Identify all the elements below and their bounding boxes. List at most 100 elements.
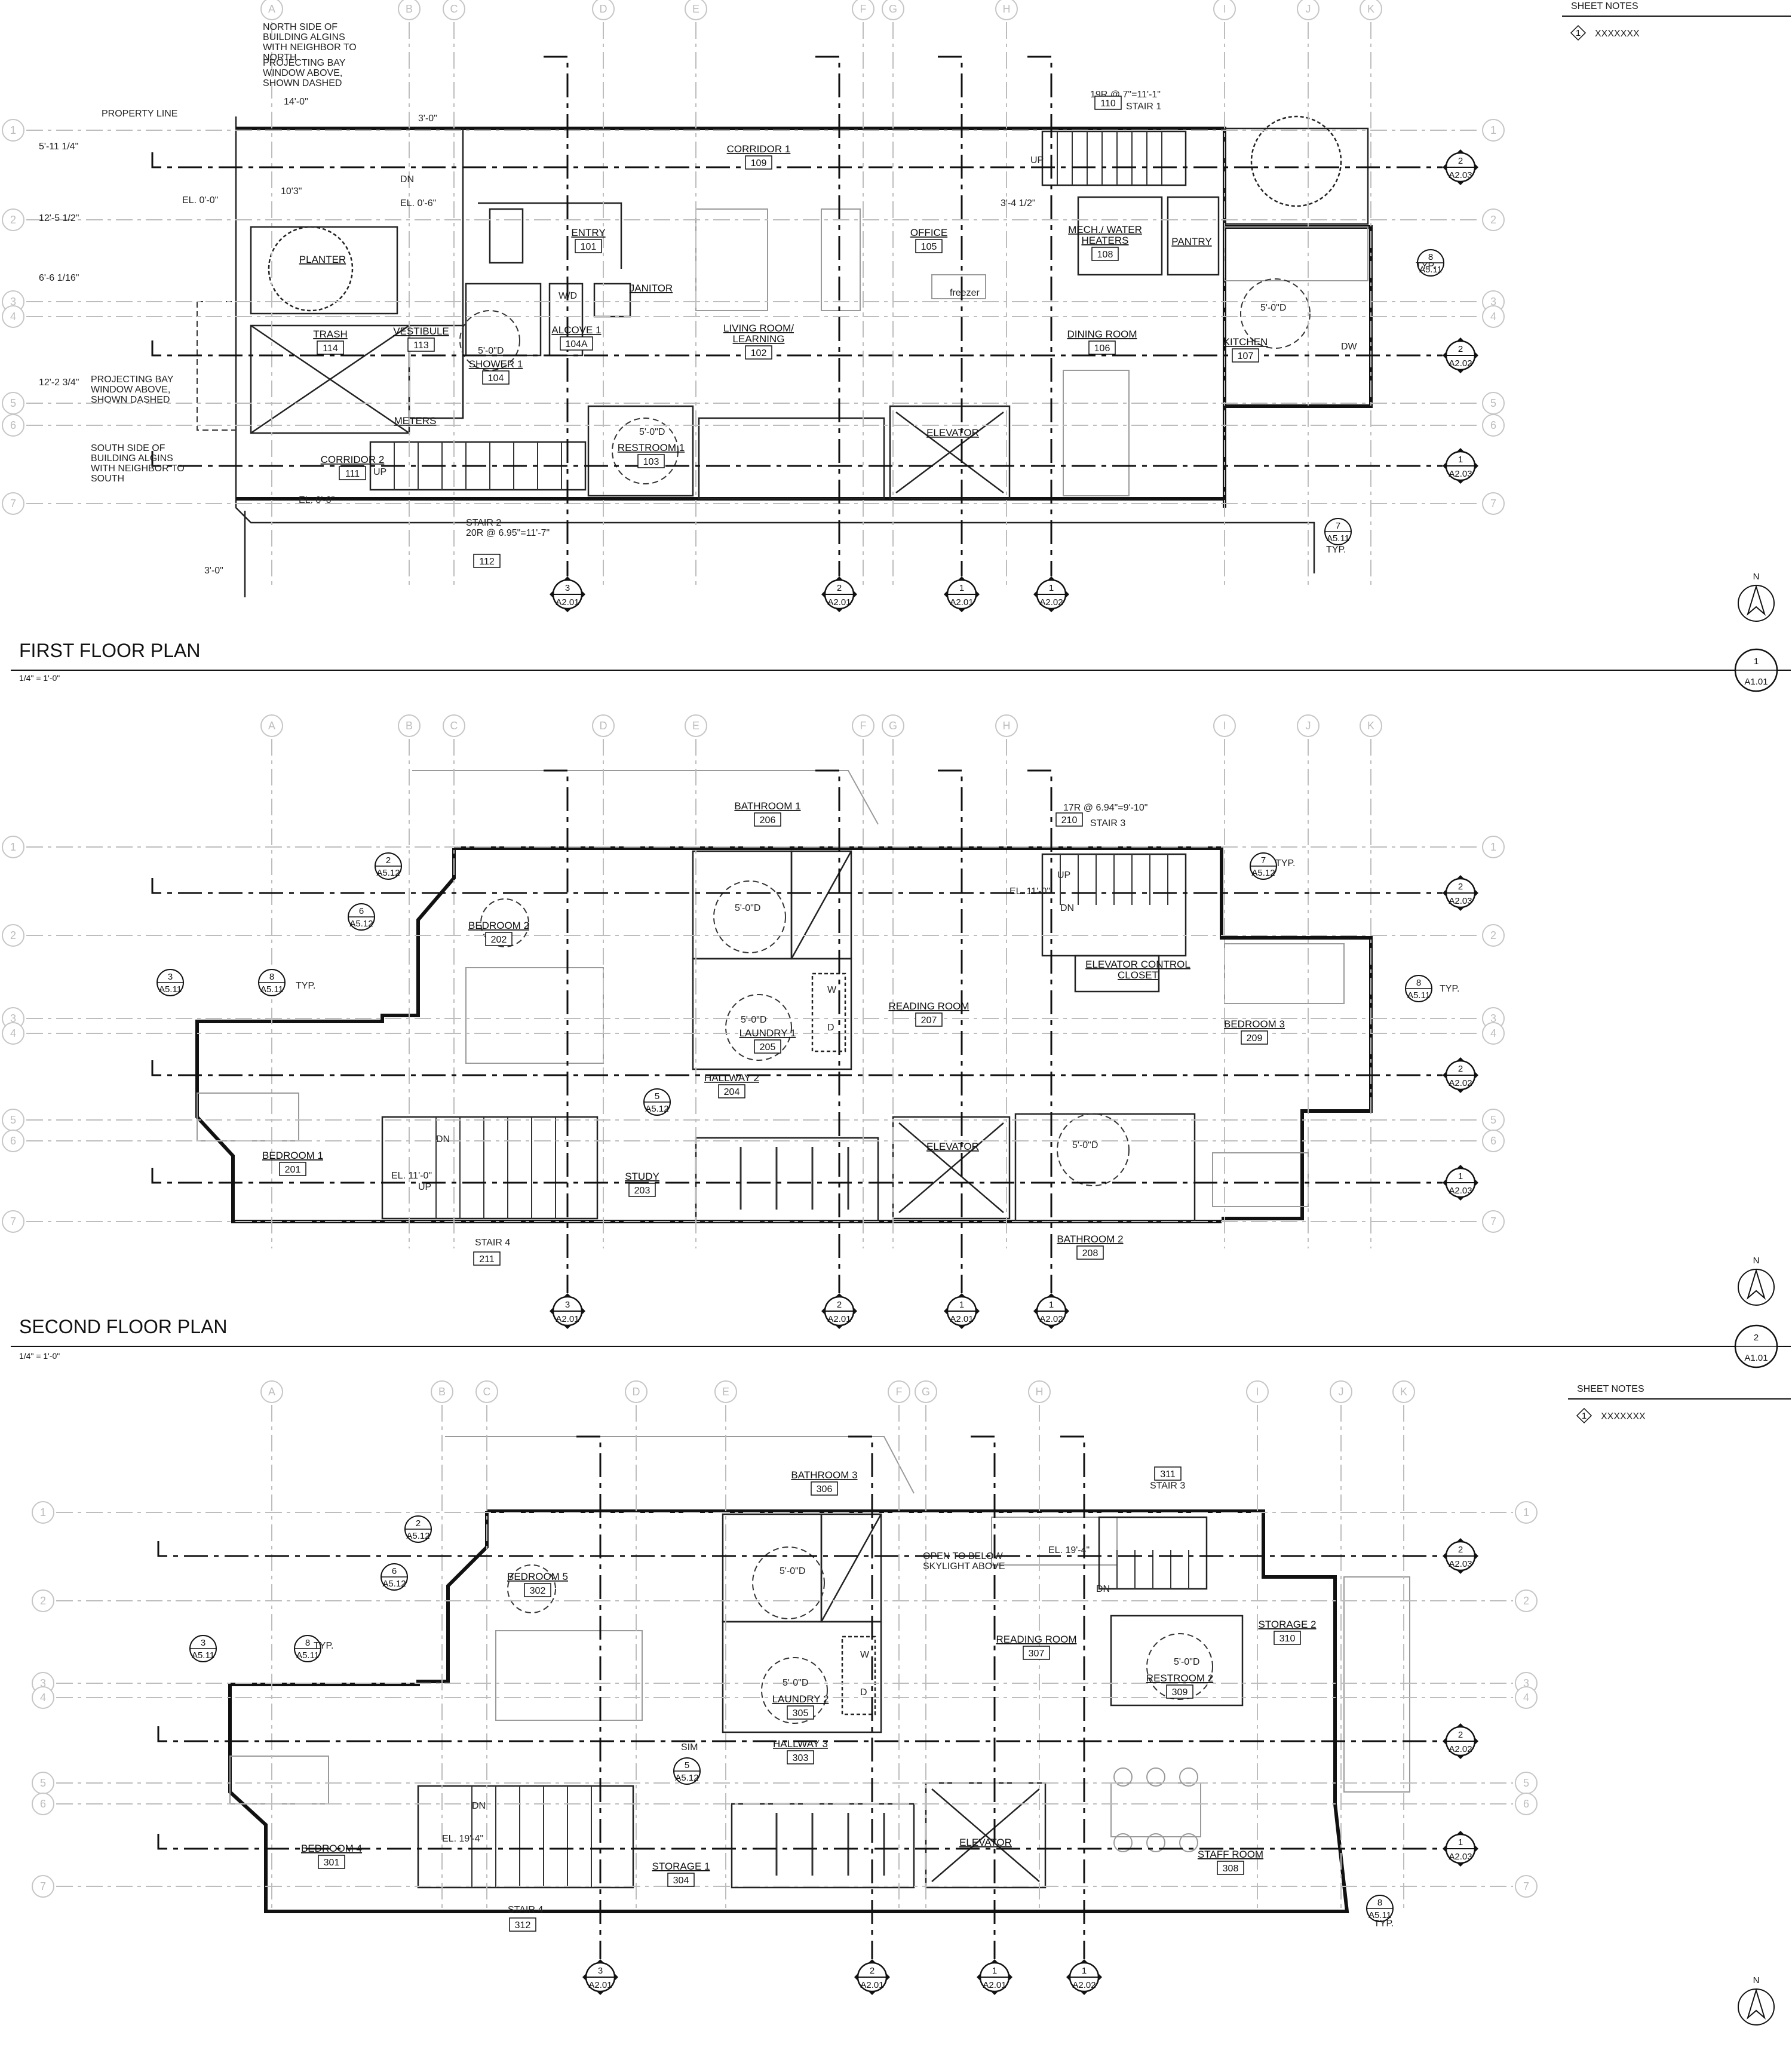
room-name: RESTROOM 2 <box>1146 1672 1213 1684</box>
grid-bubble-icon <box>2 119 24 142</box>
plan-note: DN <box>1096 1584 1110 1594</box>
grid-column-label: I <box>1223 720 1226 732</box>
plan-note: NORTH SIDE OF <box>263 22 337 32</box>
detail-tag[interactable]: 7A5.12 <box>1250 852 1277 880</box>
section-marker-icon[interactable]: 2A2.01 <box>821 1293 857 1329</box>
detail-tag[interactable]: 8A5.11 <box>1405 975 1432 1002</box>
section-marker-icon[interactable]: 1A2.01 <box>977 1959 1012 1995</box>
detail-tag[interactable]: 8A5.11 <box>1417 249 1444 277</box>
elevation-marker-icon[interactable]: 2A2.03 <box>1443 875 1478 911</box>
elevation-marker-sheet: A2.02 <box>1449 1744 1472 1754</box>
elevation-marker-icon[interactable]: 2A2.02 <box>1443 1723 1478 1759</box>
section-cut-line <box>1027 769 1053 1293</box>
detail-tag[interactable]: 6A5.12 <box>348 903 375 931</box>
grid-row-label: 2 <box>1490 929 1496 941</box>
detail-tag[interactable]: 3A5.11 <box>189 1635 217 1662</box>
section-marker-icon[interactable]: 3A2.01 <box>550 576 585 612</box>
plan-note: DN <box>1060 903 1074 913</box>
elevation-marker-icon[interactable]: 2A2.02 <box>1443 1057 1478 1093</box>
section-marker-icon[interactable]: 3A2.01 <box>582 1959 618 1995</box>
north-label: N <box>1753 1975 1760 1985</box>
section-marker-icon[interactable]: 3A2.01 <box>550 1293 585 1329</box>
room-number-box <box>1241 1030 1268 1045</box>
detail-tag-sheet: A5.11 <box>192 1650 214 1661</box>
detail-tag[interactable]: 7A5.11 <box>1324 518 1352 545</box>
detail-tag[interactable]: 6A5.12 <box>381 1563 408 1591</box>
plan-note: SOUTH <box>91 474 124 484</box>
elevation-marker-icon[interactable]: 1A2.03 <box>1443 1165 1478 1201</box>
section-marker-number: 3 <box>565 583 570 593</box>
section-marker-icon[interactable]: 1A2.01 <box>944 1293 980 1329</box>
grid-row-label: 5 <box>1490 397 1496 409</box>
section-cut-line <box>848 1435 873 1959</box>
elevation-marker-icon[interactable]: 2A2.03 <box>1443 1538 1478 1574</box>
room-tag-box <box>1094 96 1122 110</box>
plan-note: STAIR 4 <box>508 1905 543 1915</box>
detail-tag[interactable]: 2A5.12 <box>404 1515 432 1543</box>
grid-row-label: 4 <box>40 1692 46 1704</box>
section-marker-icon[interactable]: 1A2.02 <box>1033 1293 1069 1329</box>
grid-bubble-icon <box>995 0 1018 20</box>
elevation-marker-icon[interactable]: 2A2.03 <box>1443 149 1478 185</box>
section-cut-line <box>1060 1435 1085 1959</box>
section-cut-line <box>157 1834 1443 1850</box>
grid-column-label: B <box>406 3 413 15</box>
grid-bubble-icon <box>1482 924 1505 947</box>
section-marker-icon[interactable]: 1A2.02 <box>1033 576 1069 612</box>
grid-column-label: C <box>483 1386 491 1398</box>
detail-tag-sheet: A5.12 <box>376 868 400 878</box>
room-number-box <box>482 370 510 385</box>
room-number-box <box>915 1012 943 1027</box>
grid-row-label: 4 <box>10 1027 16 1039</box>
plan-note: SOUTH SIDE OF <box>91 443 165 453</box>
elevation-marker-sheet: A2.02 <box>1449 1078 1472 1088</box>
room-name: HALLWAY 2 <box>704 1072 759 1084</box>
room-number-box <box>787 1705 814 1720</box>
detail-tag[interactable]: 8A5.11 <box>258 969 286 996</box>
plan-note: 14'-0" <box>284 97 308 107</box>
section-marker-number: 1 <box>1049 1300 1054 1310</box>
detail-tag[interactable]: 2A5.12 <box>375 852 402 880</box>
room-name: STUDY <box>625 1171 659 1182</box>
room-name: KITCHEN <box>1223 336 1268 348</box>
room-number-box <box>524 1583 551 1597</box>
detail-tag[interactable]: 3A5.11 <box>157 969 184 996</box>
room-number: 309 <box>1172 1687 1188 1698</box>
detail-tag-sheet: A5.12 <box>675 1773 698 1783</box>
grid-bubble-icon <box>1515 1589 1538 1612</box>
grid-row-label: 7 <box>1523 1880 1529 1892</box>
room-name: READING ROOM <box>888 1001 969 1012</box>
grid-bubble-icon <box>1297 714 1320 737</box>
section-marker-icon[interactable]: 2A2.01 <box>854 1959 890 1995</box>
grid-column-label: I <box>1223 3 1226 15</box>
detail-tag-sheet: A5.11 <box>260 984 283 995</box>
section-marker-icon[interactable]: 1A2.02 <box>1066 1959 1102 1995</box>
room-tag: 110 <box>1100 99 1116 109</box>
elevation-marker-icon[interactable]: 2A2.02 <box>1443 337 1478 373</box>
detail-tag[interactable]: 5A5.12 <box>643 1088 671 1116</box>
plan-note: 10'3" <box>281 186 302 197</box>
detail-tag[interactable]: 8A5.11 <box>294 1635 321 1662</box>
elevation-marker-icon[interactable]: 1A2.03 <box>1443 448 1478 484</box>
grid-bubble-icon <box>995 714 1018 737</box>
detail-tag[interactable]: 5A5.12 <box>673 1757 701 1785</box>
grid-bubble-icon <box>1360 0 1382 20</box>
elevation-marker-icon[interactable]: 1A2.03 <box>1443 1831 1478 1867</box>
room-number-box <box>754 1039 781 1054</box>
section-marker-icon[interactable]: 1A2.01 <box>944 576 980 612</box>
grid-bubble-icon <box>32 1793 54 1815</box>
detail-tag-number: 7 <box>1261 855 1266 866</box>
room-number: 303 <box>793 1753 809 1763</box>
grid-column-label: I <box>1256 1386 1259 1398</box>
room-name: RESTROOM 1 <box>618 442 685 453</box>
section-cut-line <box>815 769 840 1293</box>
section-marker-icon[interactable]: 2A2.01 <box>821 576 857 612</box>
grid-row-label: 1 <box>1490 124 1496 136</box>
elevation-marker-sheet: A2.03 <box>1449 1559 1472 1569</box>
detail-tag[interactable]: 8A5.11 <box>1366 1895 1394 1922</box>
room-number: 302 <box>530 1586 546 1596</box>
grid-column-label: K <box>1367 720 1374 732</box>
section-marker-sheet: A2.01 <box>827 1314 851 1324</box>
